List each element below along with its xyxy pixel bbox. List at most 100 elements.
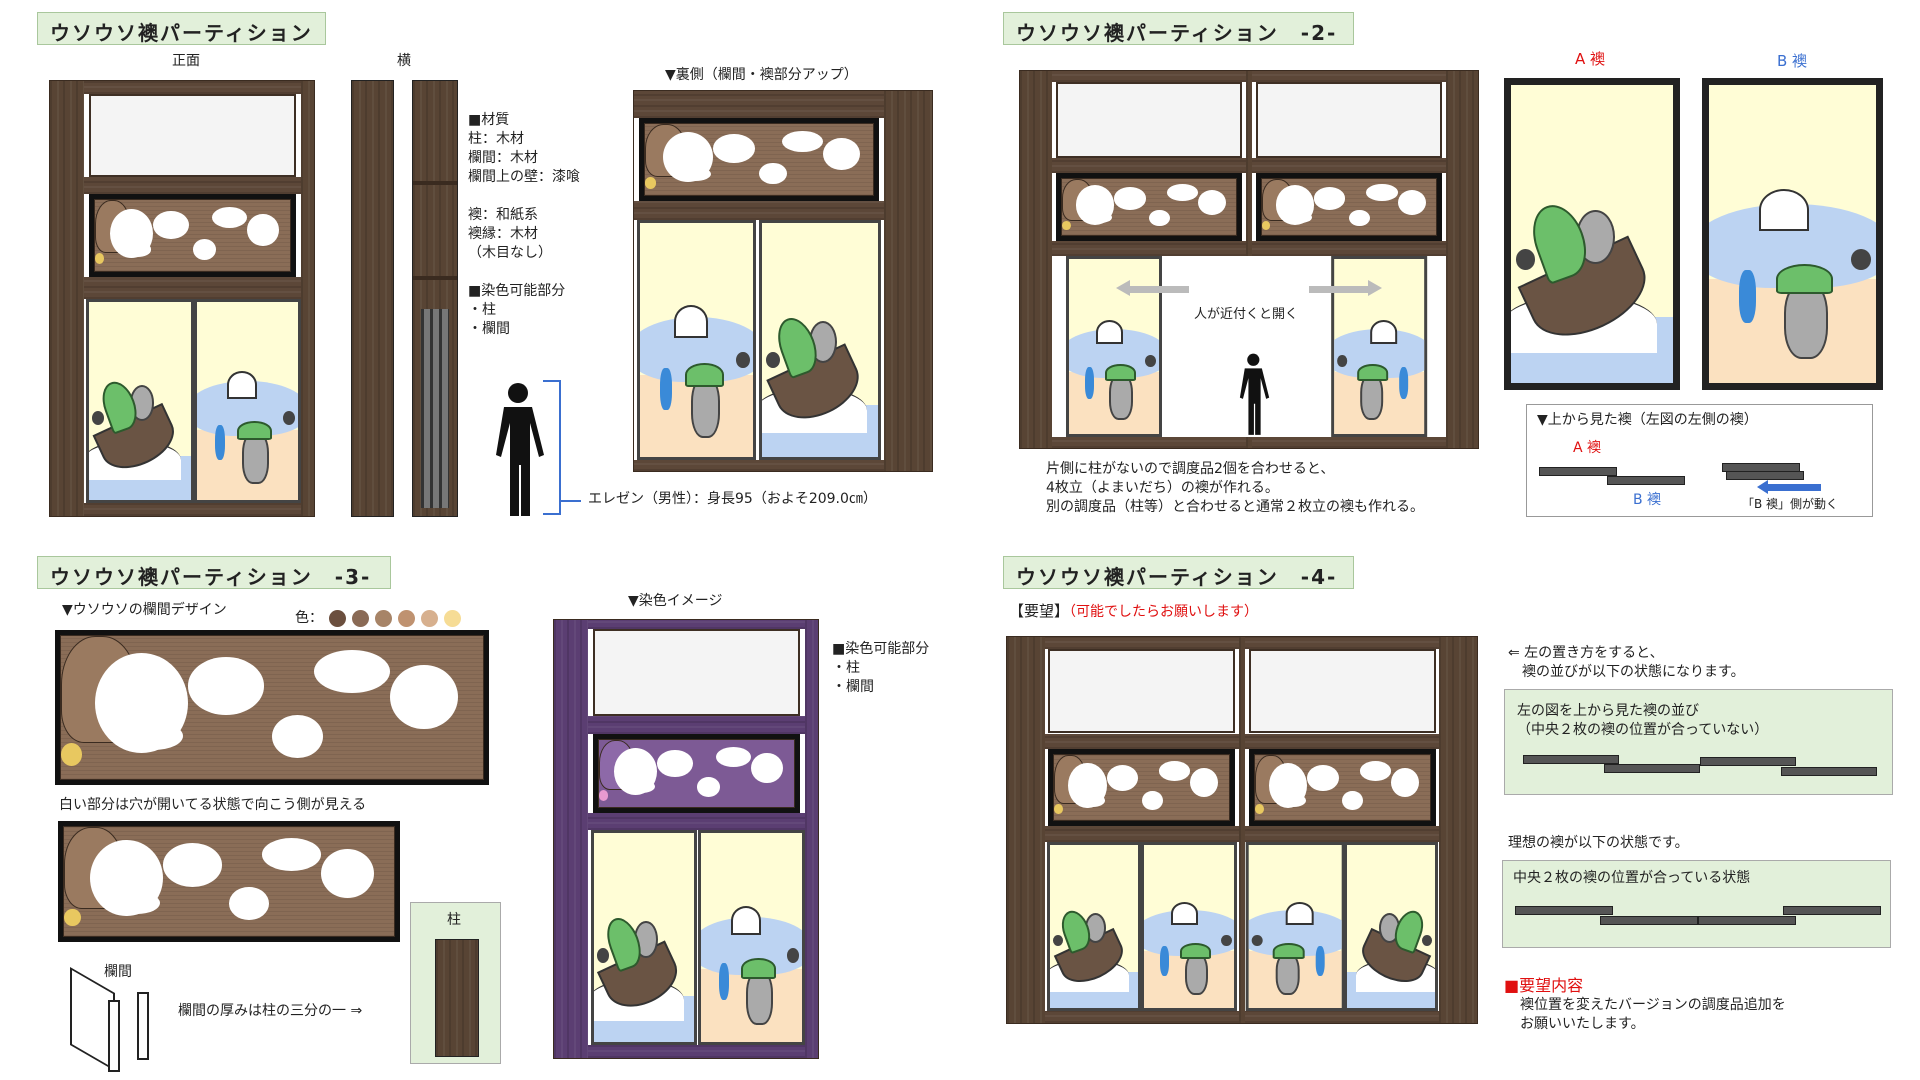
door-pull (786, 947, 799, 963)
rail (634, 91, 885, 118)
fusuma-panel (590, 830, 697, 1045)
text-line: 欄間：木材 (468, 150, 538, 166)
door-pull (1422, 934, 1433, 947)
wave (1759, 189, 1810, 232)
wave (1095, 319, 1123, 345)
color-swatch (375, 609, 392, 627)
pillar-label: 柱 (447, 912, 461, 928)
person-silhouette (488, 381, 548, 516)
person-silhouette (1235, 339, 1272, 448)
rail (1044, 826, 1239, 842)
gourd (598, 789, 609, 801)
arrow-left-icon (1767, 484, 1821, 491)
top-view-label-a: A 襖 (1573, 440, 1602, 456)
text-line: ・柱 (832, 660, 860, 676)
gourd (1255, 803, 1264, 815)
text-line: ■材質 (468, 112, 510, 128)
door-pull (1515, 248, 1536, 270)
ranma (1255, 172, 1443, 241)
pillar-box: 柱 (410, 902, 501, 1064)
ranma-carving (1060, 177, 1238, 236)
rail (1251, 240, 1446, 256)
panel4-title: ウソウソ襖パーティション -4- (1003, 556, 1354, 589)
ideal-note: 理想の襖が以下の状態です。 (1508, 835, 1689, 851)
door-pull (1052, 934, 1064, 947)
side-post (351, 80, 394, 517)
rail (588, 1044, 805, 1058)
fusuma-b (1702, 78, 1883, 390)
ranma-carving (644, 122, 875, 197)
ranma (88, 194, 297, 277)
panel1-title: ウソウソ襖パーティション (37, 12, 326, 45)
fusuma-panel (759, 220, 882, 460)
gourd (94, 253, 105, 265)
text-line: ■染色可能部分 (468, 283, 566, 299)
plaster-wall (1249, 648, 1436, 734)
top-view-box: ▼上から見た襖（左図の左側の襖） A 襖 B 襖 「B 襖」側が動く (1526, 404, 1873, 517)
bay (1251, 71, 1446, 448)
pillar (1439, 637, 1477, 1023)
ranma (1249, 748, 1436, 827)
fish (1085, 367, 1095, 399)
gourd (61, 743, 83, 767)
current-arrangement-box: 左の図を上から見た襖の並び （中央２枚の襖の位置が合っていない） (1504, 689, 1893, 795)
text-line: 片側に柱がないので調度品2個を合わせると、 (1046, 461, 1335, 477)
ranma-design-large (55, 630, 489, 785)
fusuma-panel (1046, 841, 1141, 1012)
gourd (1061, 220, 1071, 230)
bay (1245, 637, 1440, 1023)
otter (746, 970, 773, 1026)
wave (227, 370, 258, 399)
pillar (554, 620, 589, 1058)
rail (84, 81, 301, 95)
ranma-carving (1053, 753, 1230, 822)
otter (1360, 374, 1385, 420)
rail (84, 502, 301, 516)
pillar (1007, 637, 1045, 1023)
plaster-wall (1255, 82, 1443, 158)
color-swatch (421, 609, 438, 627)
pillar-sample (435, 939, 479, 1057)
rail (588, 620, 805, 629)
ranma-carving (93, 199, 292, 272)
door-pull (91, 410, 104, 425)
wave (1171, 901, 1199, 925)
fish (719, 962, 730, 1001)
pillar (1238, 637, 1246, 1023)
bay (634, 91, 885, 471)
fusuma-panel (85, 298, 194, 503)
front-label: 正面 (172, 53, 200, 69)
leaf (741, 958, 776, 980)
arrow-right-head (1368, 280, 1383, 297)
leaf (685, 363, 724, 387)
fusuma-panel (1140, 841, 1238, 1012)
thickness-note: 欄間の厚みは柱の三分の一 ⇒ (178, 1003, 363, 1019)
text-line: ・欄間 (468, 321, 510, 337)
back-view (633, 90, 933, 472)
otter (1184, 952, 1209, 996)
arrow-right-icon (1308, 285, 1369, 294)
ranma (1048, 748, 1235, 827)
pillar (1445, 71, 1478, 448)
pillar (884, 91, 932, 471)
panel3-title: ウソウソ襖パーティション -3- (37, 556, 391, 589)
plaster-wall (1055, 82, 1243, 158)
fusuma-panel (193, 298, 301, 503)
request-body-line: 襖位置を変えたバージョンの調度品追加を (1520, 997, 1786, 1013)
rail (634, 459, 885, 471)
door-note: 人が近付くと開く (1194, 306, 1299, 322)
rail (1245, 637, 1440, 649)
otter (690, 377, 721, 438)
text-line: 別の調度品（柱等）と合わせると通常２枚立の襖も作れる。 (1046, 499, 1424, 515)
arrow-left-icon (1129, 285, 1190, 294)
color-swatch (352, 609, 369, 627)
ranma-label: 欄間 (104, 964, 132, 980)
rail (1044, 1011, 1239, 1023)
text-line: 柱：木材 (468, 131, 524, 147)
wave (731, 906, 762, 936)
height-note: エレゼン（男性）：身長95（およそ209.0㎝） (588, 491, 877, 507)
rail (1245, 733, 1440, 749)
rail (1052, 157, 1247, 173)
rail (1044, 637, 1239, 649)
door-pull (1251, 934, 1263, 947)
